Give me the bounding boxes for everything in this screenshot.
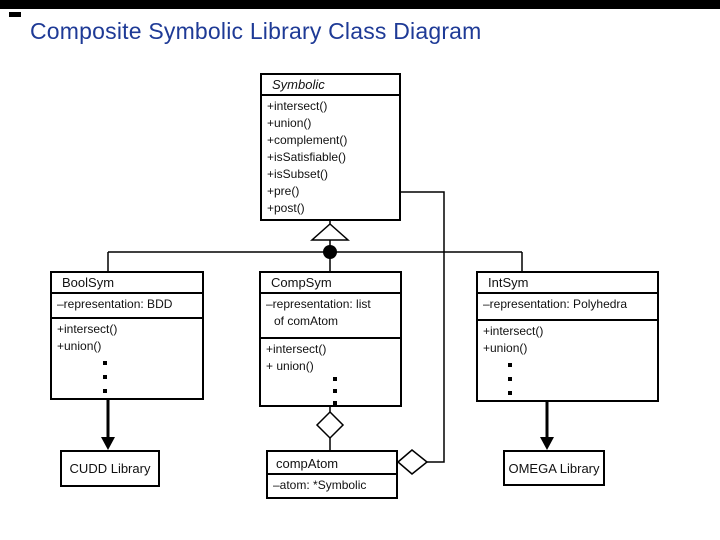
method-line: +post()	[267, 201, 305, 215]
ellipsis-dots	[333, 377, 397, 405]
attribute-line: –representation: list	[266, 297, 371, 311]
method-line: +union()	[57, 339, 102, 353]
top-dash	[9, 12, 21, 17]
class-name-boolsym: BoolSym	[62, 275, 115, 290]
ellipsis-dots	[508, 363, 654, 395]
class-box-compatom: compAtom –atom: *Symbolic	[266, 450, 398, 499]
aggregation-diamond-compsym-icon	[315, 410, 345, 440]
junction-circle-icon	[323, 245, 337, 259]
arrow-intsym-omega-head-icon	[540, 437, 554, 450]
attributes-compatom: –atom: *Symbolic	[268, 473, 396, 499]
method-line: +intersect()	[266, 342, 327, 356]
library-label-cudd: CUDD Library	[69, 461, 151, 476]
method-line: +isSubset()	[267, 167, 329, 181]
class-box-boolsym: BoolSym –representation: BDD +intersect(…	[50, 271, 204, 400]
class-box-compsym: CompSym –representation: list of comAtom…	[259, 271, 402, 407]
library-box-omega: OMEGA Library	[503, 450, 605, 486]
class-name-compsym: CompSym	[271, 275, 332, 290]
methods-compsym: +intersect() + union()	[261, 337, 400, 407]
attribute-line: –representation: Polyhedra	[483, 297, 628, 311]
methods-intsym: +intersect() +union()	[478, 319, 657, 403]
class-box-symbolic: Symbolic +intersect() +union() +compleme…	[260, 73, 401, 221]
generalization-triangle-icon	[310, 222, 350, 241]
method-line: +pre()	[267, 184, 300, 198]
arrow-boolsym-cudd-head-icon	[101, 437, 115, 450]
top-bar	[0, 0, 720, 9]
library-label-omega: OMEGA Library	[508, 460, 600, 476]
class-name-compatom: compAtom	[276, 456, 339, 471]
attribute-line: –atom: *Symbolic	[273, 478, 367, 492]
method-line: +intersect()	[267, 99, 328, 113]
method-line: + union()	[266, 359, 314, 373]
library-box-cudd: CUDD Library	[60, 450, 160, 487]
methods-boolsym: +intersect() +union()	[52, 317, 202, 401]
methods-symbolic: +intersect() +union() +complement() +isS…	[262, 94, 399, 225]
ellipsis-dots	[103, 361, 199, 393]
method-line: +complement()	[267, 133, 348, 147]
method-line: +union()	[267, 116, 312, 130]
attribute-line: –representation: BDD	[57, 297, 173, 311]
method-line: +intersect()	[57, 322, 118, 336]
attribute-line: of comAtom	[274, 314, 339, 328]
attributes-boolsym: –representation: BDD	[52, 292, 202, 317]
aggregation-diamond-compatom-icon	[396, 449, 429, 475]
method-line: +isSatisfiable()	[267, 150, 347, 164]
class-box-intsym: IntSym –representation: Polyhedra +inter…	[476, 271, 659, 402]
attributes-intsym: –representation: Polyhedra	[478, 292, 657, 319]
association-symbolic-compatom-line	[401, 191, 445, 463]
method-line: +intersect()	[483, 324, 544, 338]
method-line: +union()	[483, 341, 528, 355]
page-title: Composite Symbolic Library Class Diagram	[30, 18, 482, 44]
attributes-compsym: –representation: list of comAtom	[261, 292, 400, 337]
class-name-symbolic: Symbolic	[272, 77, 325, 92]
class-name-intsym: IntSym	[488, 275, 529, 290]
